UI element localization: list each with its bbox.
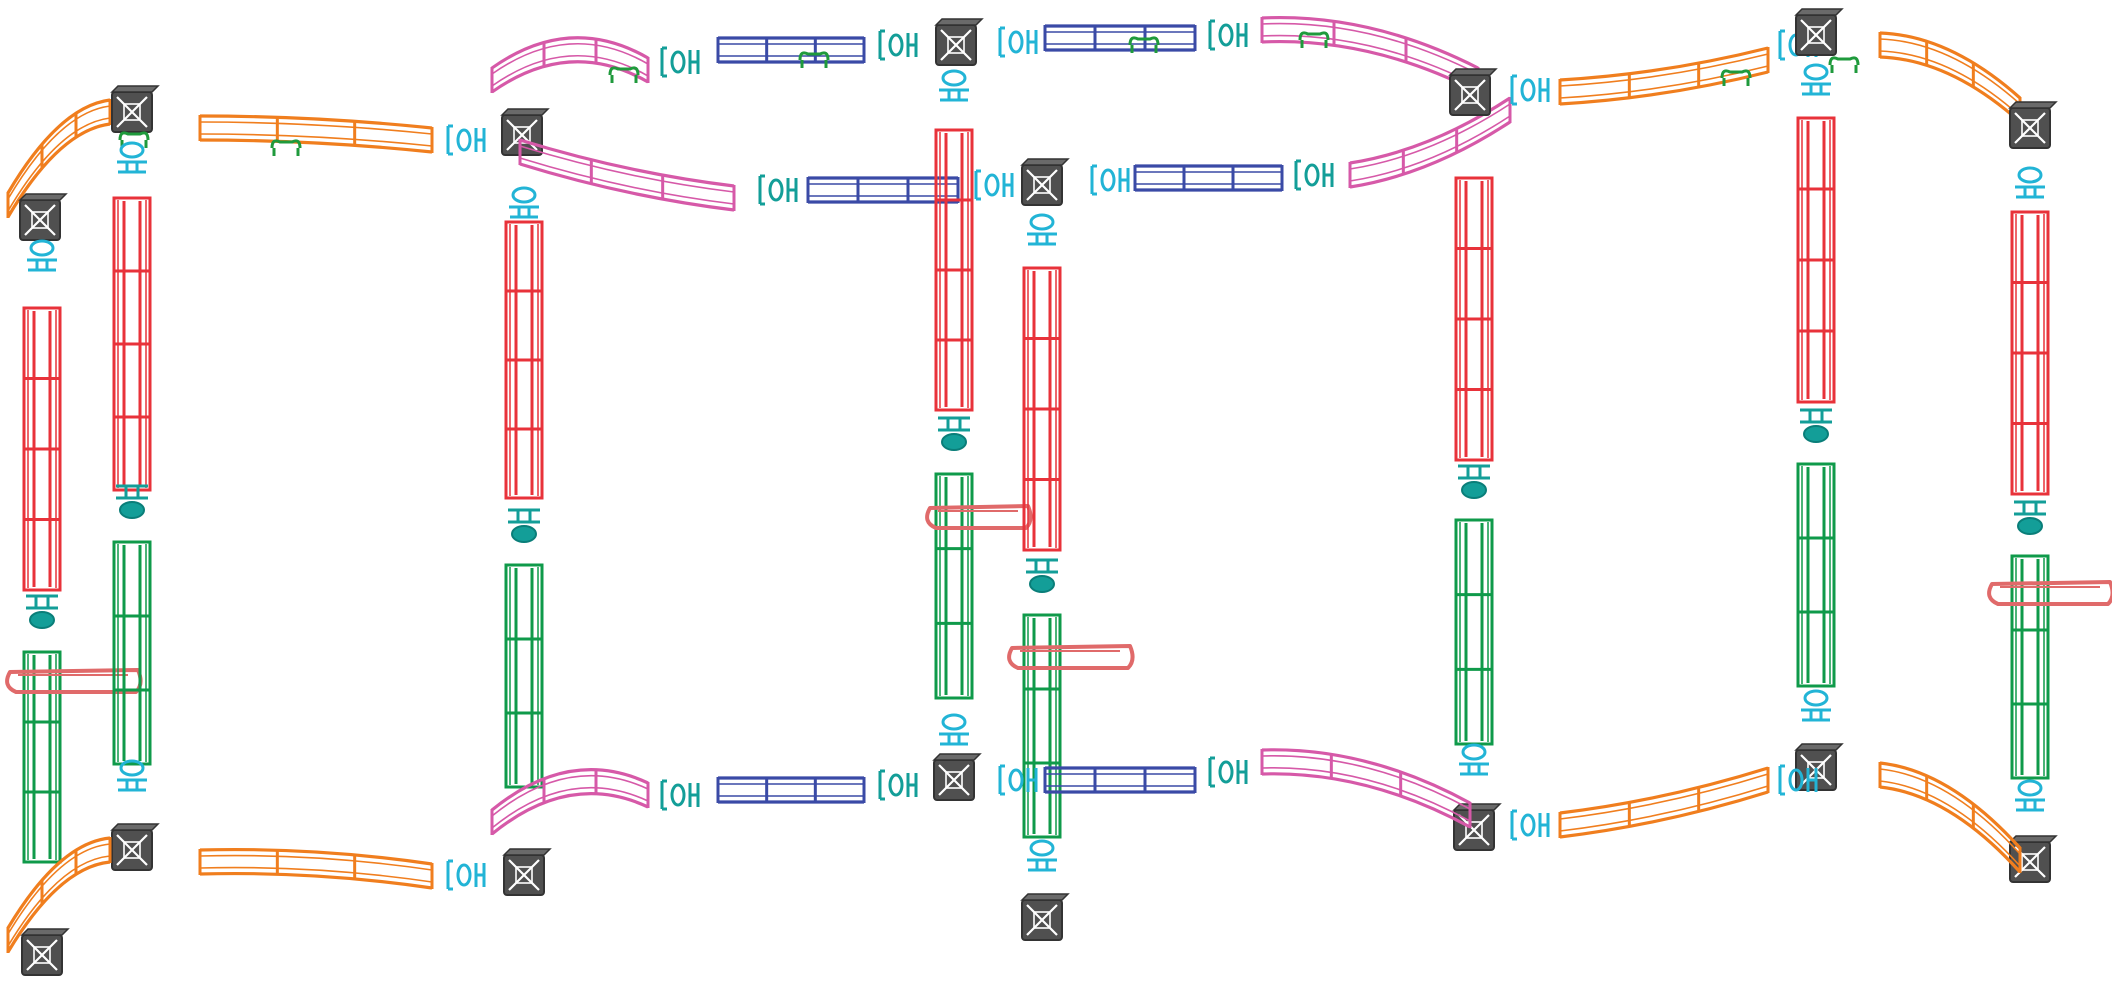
top-beam-blue-2 bbox=[1043, 24, 1197, 52]
top-beam-orange-right bbox=[1558, 46, 1770, 106]
column-green bbox=[934, 472, 974, 700]
connector-clip-icon bbox=[758, 174, 798, 206]
teal-clip-icon bbox=[938, 416, 970, 451]
corner-hub-icon bbox=[20, 928, 70, 976]
bottom-beam-pink bbox=[490, 768, 650, 836]
corner-hub-icon bbox=[1020, 893, 1070, 941]
corner-hub-icon bbox=[932, 753, 982, 801]
column-green bbox=[1454, 518, 1494, 746]
connector-clip-icon bbox=[1801, 689, 1831, 722]
teal-clip-icon bbox=[508, 508, 540, 543]
top-beam-blue bbox=[716, 36, 866, 64]
corner-hub-icon bbox=[1794, 8, 1844, 56]
top-beam-pink-right bbox=[1260, 16, 1480, 94]
connector-clip-icon bbox=[1778, 764, 1818, 796]
connector-clip-icon bbox=[660, 779, 700, 811]
connector-clip-icon bbox=[939, 713, 969, 746]
connector-clip-icon bbox=[117, 141, 147, 174]
column-red bbox=[1454, 176, 1494, 462]
connector-clip-icon bbox=[660, 46, 700, 78]
corner-hub-icon bbox=[1448, 68, 1498, 116]
connector-clip-icon bbox=[2015, 779, 2045, 812]
column-red bbox=[22, 306, 62, 592]
connector-clip-icon bbox=[446, 124, 486, 156]
connector-clip-icon bbox=[27, 239, 57, 272]
column-green bbox=[1796, 462, 1836, 688]
bottom-beam-pink-right bbox=[1260, 748, 1472, 829]
connector-clip-icon bbox=[117, 759, 147, 792]
column-red bbox=[934, 128, 974, 412]
connector-clip-icon bbox=[1027, 839, 1057, 872]
corner-hub-icon bbox=[110, 85, 160, 133]
connector-clip-icon bbox=[939, 69, 969, 102]
column-green bbox=[112, 540, 152, 766]
top-beam-pink-right-lower bbox=[1348, 96, 1512, 189]
connector-clip-icon bbox=[1510, 809, 1550, 841]
panel-flag-icon bbox=[1987, 580, 2112, 606]
connector-clip-icon bbox=[1459, 743, 1489, 776]
teal-clip-icon bbox=[2014, 500, 2046, 535]
green-clip-icon bbox=[1828, 56, 1860, 73]
top-beam-pink-lower bbox=[518, 138, 736, 212]
connector-clip-icon bbox=[1208, 19, 1248, 51]
column-red bbox=[1796, 116, 1836, 404]
bottom-beam-orange-curve bbox=[6, 836, 112, 953]
green-clip-icon bbox=[270, 139, 302, 156]
connector-clip-icon bbox=[998, 26, 1038, 58]
teal-clip-icon bbox=[26, 594, 58, 629]
connector-clip-icon bbox=[2015, 166, 2045, 199]
corner-hub-icon bbox=[502, 848, 552, 896]
panel-flag-icon bbox=[925, 504, 1033, 530]
green-clip-icon bbox=[1298, 31, 1330, 48]
bottom-beam-blue bbox=[716, 776, 866, 804]
teal-clip-icon bbox=[116, 484, 148, 519]
top-beam-pink bbox=[490, 36, 650, 94]
column-green bbox=[2010, 554, 2050, 780]
top-beam-blue-4 bbox=[1133, 164, 1284, 192]
green-clip-icon bbox=[1128, 36, 1160, 53]
green-clip-icon bbox=[608, 66, 640, 83]
top-beam-orange bbox=[198, 114, 434, 154]
corner-hub-icon bbox=[934, 18, 984, 66]
bottom-beam-orange-right-curve bbox=[1878, 761, 2022, 874]
corner-hub-icon bbox=[2008, 101, 2058, 149]
column-green bbox=[504, 563, 544, 789]
column-red bbox=[1022, 266, 1062, 552]
connector-clip-icon bbox=[1294, 159, 1334, 191]
column-red bbox=[504, 220, 544, 500]
top-beam-orange-right-curve bbox=[1878, 31, 2022, 124]
connector-clip-icon bbox=[446, 859, 486, 891]
teal-clip-icon bbox=[1026, 558, 1058, 593]
green-clip-icon bbox=[798, 51, 830, 68]
top-beam-orange-curve bbox=[6, 98, 112, 218]
corner-hub-icon bbox=[18, 193, 68, 241]
connector-clip-icon bbox=[1208, 756, 1248, 788]
column-green bbox=[22, 650, 62, 864]
connector-clip-icon bbox=[509, 186, 539, 219]
connector-clip-icon bbox=[998, 764, 1038, 796]
connector-clip-icon bbox=[878, 29, 918, 61]
teal-clip-icon bbox=[1458, 464, 1490, 499]
bottom-beam-orange-right bbox=[1558, 766, 1770, 839]
connector-clip-icon bbox=[1090, 164, 1130, 196]
corner-hub-icon bbox=[1020, 158, 1070, 206]
connector-clip-icon bbox=[974, 169, 1014, 201]
column-red bbox=[112, 196, 152, 492]
corner-hub-icon bbox=[1452, 803, 1502, 851]
corner-hub-icon bbox=[110, 823, 160, 871]
connector-clip-icon bbox=[1510, 74, 1550, 106]
column-red bbox=[2010, 210, 2050, 496]
green-clip-icon bbox=[1720, 69, 1752, 86]
teal-clip-icon bbox=[1800, 408, 1832, 443]
column-green bbox=[1022, 613, 1062, 839]
panel-flag-icon bbox=[1007, 644, 1135, 670]
connector-clip-icon bbox=[1027, 213, 1057, 246]
connector-clip-icon bbox=[878, 769, 918, 801]
bottom-beam-orange bbox=[198, 847, 434, 890]
connector-clip-icon bbox=[1801, 63, 1831, 96]
bottom-beam-blue-2 bbox=[1043, 766, 1197, 794]
